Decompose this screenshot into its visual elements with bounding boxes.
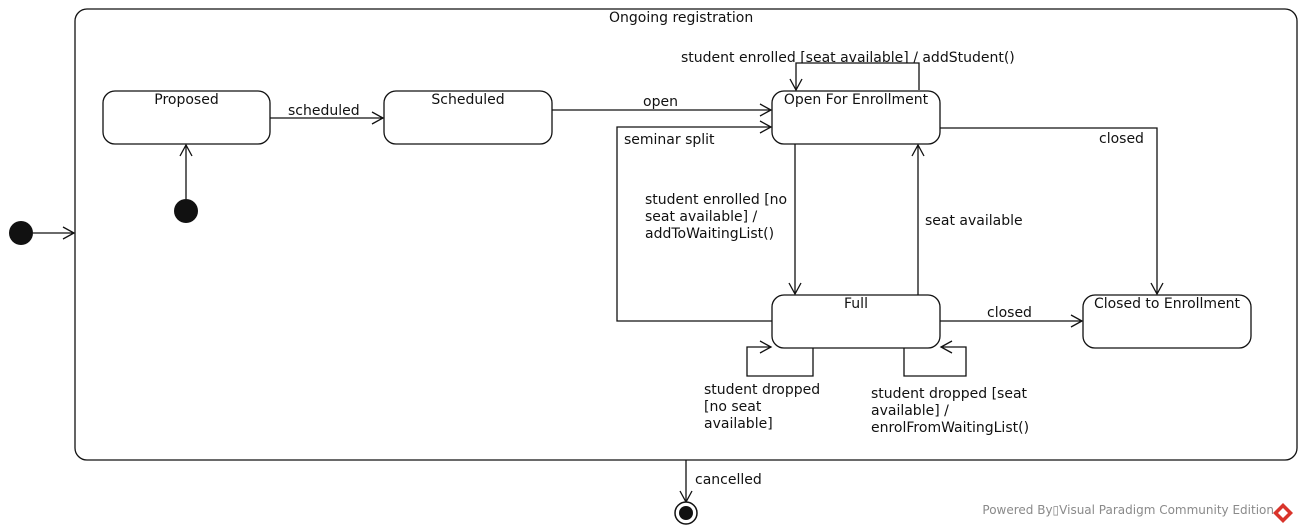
final-node-dot (679, 506, 693, 520)
transition-seminar-split (616, 120, 773, 322)
label-dropped-no-seat: student dropped [no seat available] (704, 382, 821, 432)
transition-dropped-seat (903, 340, 967, 377)
label-seat-available: seat available (925, 213, 1023, 229)
initial-node-outer (9, 221, 33, 245)
composite-state-title: Ongoing registration (609, 10, 754, 26)
label-closed-from-open: closed (1099, 131, 1144, 147)
state-open-label: Open For Enrollment (783, 92, 929, 108)
transition-closed-from-open (940, 127, 1164, 296)
powered-by-footer: Powered By▯Visual Paradigm Community Edi… (982, 503, 1274, 517)
transition-dropped-no-seat (746, 340, 814, 377)
state-closed-label: Closed to Enrollment (1093, 296, 1241, 312)
state-open (771, 90, 941, 145)
label-cancelled: cancelled (695, 472, 762, 488)
label-dropped-seat: student dropped [seat available] / enrol… (871, 386, 1030, 436)
label-seminar-split: seminar split (624, 132, 715, 148)
label-closed-from-full: closed (987, 305, 1032, 321)
label-self-open: student enrolled [seat available] / addS… (681, 50, 1015, 66)
label-scheduled: scheduled (288, 103, 360, 119)
state-proposed-label: Proposed (154, 92, 219, 108)
state-full-label: Full (844, 296, 868, 312)
transition-self-open (789, 62, 920, 92)
state-scheduled-label: Scheduled (431, 92, 505, 108)
label-open: open (643, 94, 678, 110)
label-to-full: student enrolled [no seat available] / a… (645, 192, 788, 242)
visual-paradigm-logo-icon (1273, 503, 1293, 523)
initial-node-inner (174, 199, 198, 223)
